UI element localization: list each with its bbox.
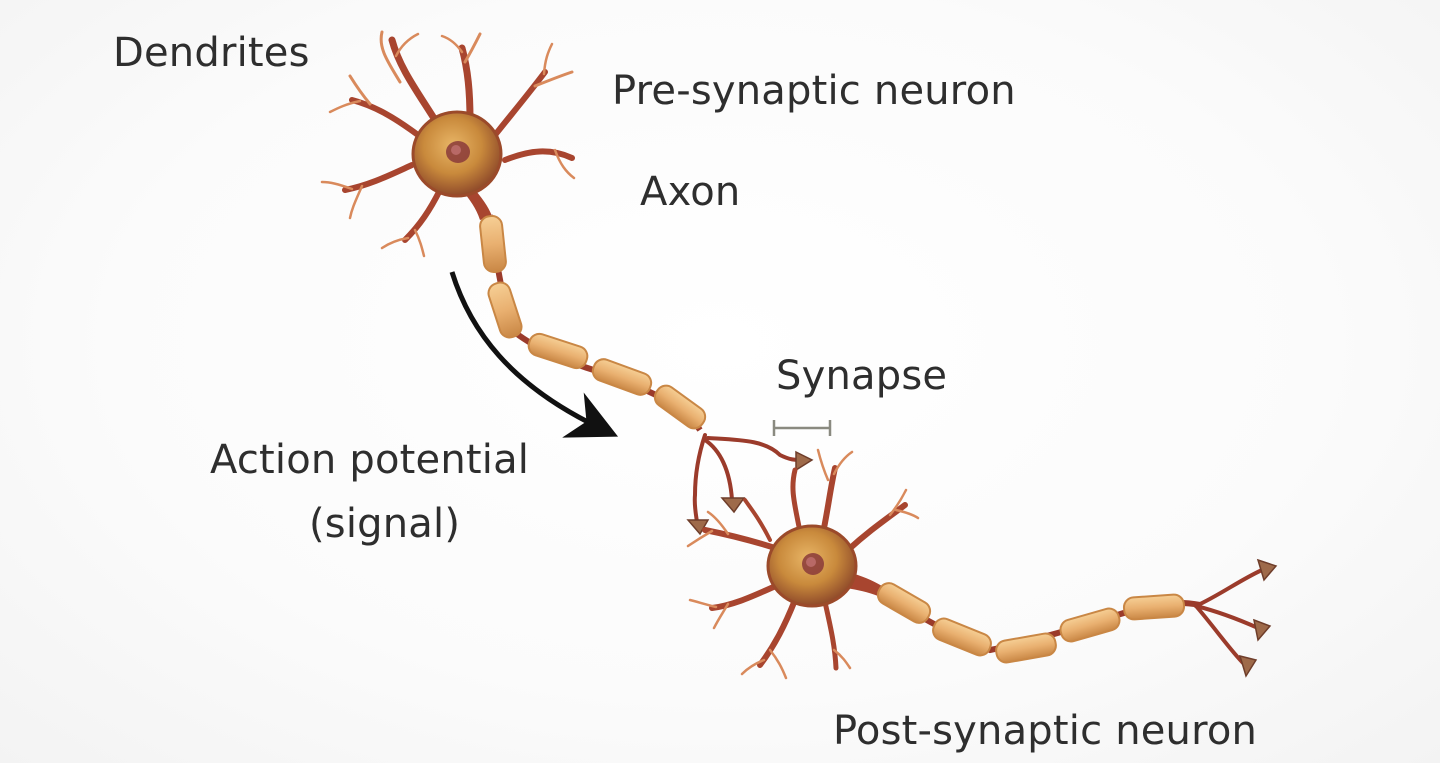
pre-axon-terminals: [692, 433, 804, 524]
post-synaptic-neuron: [686, 448, 1278, 680]
pre-axon: [479, 214, 707, 432]
synapse-label: Synapse: [776, 353, 948, 399]
pre-synaptic-neuron-label: Pre-synaptic neuron: [612, 68, 1016, 114]
post-synaptic-neuron-label: Post-synaptic neuron: [833, 708, 1258, 754]
post-dendrites: [686, 448, 920, 680]
post-myelin-sheath: [876, 582, 1186, 664]
pre-terminal-buttons: [686, 450, 814, 536]
pre-myelin-sheath: [479, 214, 707, 430]
signal-label: (signal): [309, 501, 461, 547]
post-axon: [876, 582, 1201, 664]
action-potential-label: Action potential: [210, 437, 530, 483]
synapse-marker: [772, 420, 832, 436]
pre-dendrites: [320, 30, 576, 258]
signal-arrow: [449, 271, 619, 438]
pre-synaptic-neuron: [320, 30, 814, 536]
dendrites-label: Dendrites: [113, 30, 310, 76]
post-axon-terminals: [1194, 568, 1264, 666]
axon-label: Axon: [640, 169, 741, 215]
post-nucleolus: [806, 557, 816, 567]
post-terminal-buttons: [1238, 558, 1278, 678]
pre-nucleolus: [451, 145, 461, 155]
